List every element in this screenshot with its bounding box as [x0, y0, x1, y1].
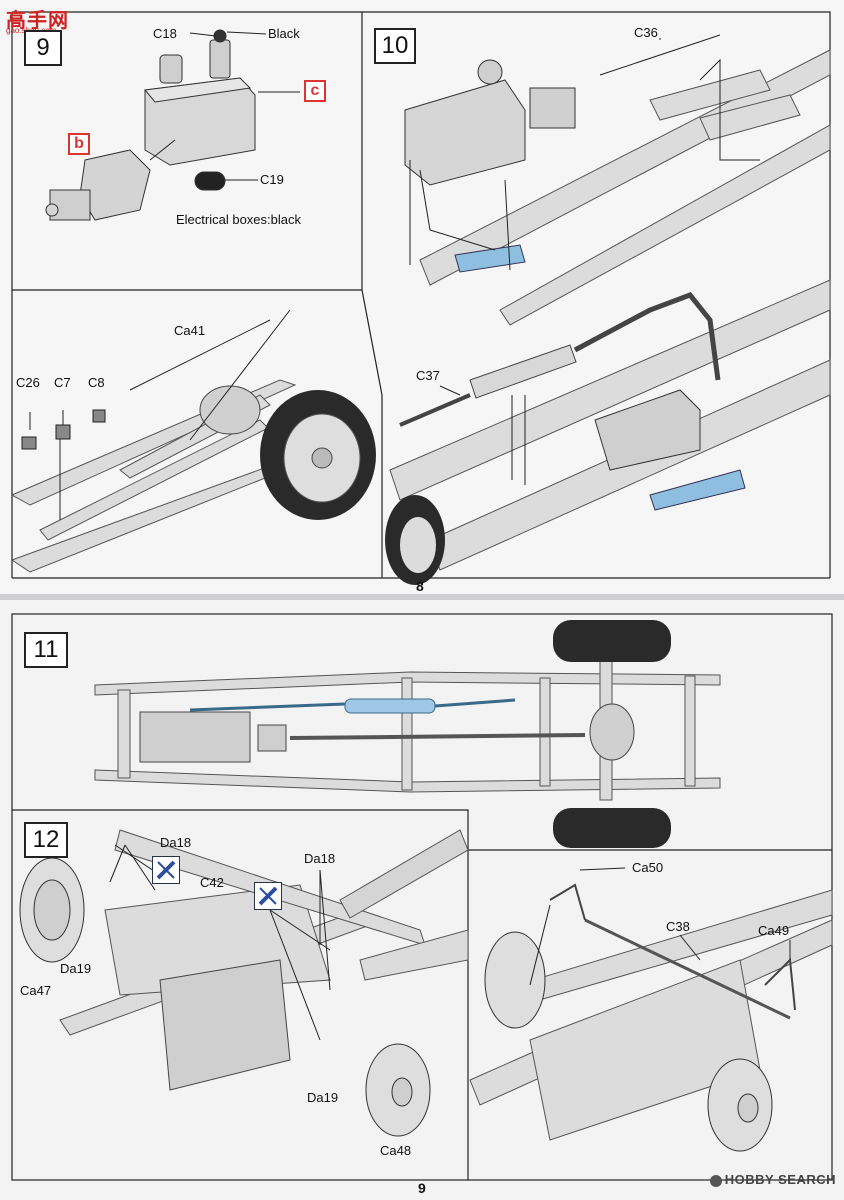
engine-drawing-lower	[594, 389, 701, 471]
page9-drawing	[11, 613, 833, 1181]
sub-assembly-b-box: b	[68, 133, 90, 155]
step-11-number: 11	[24, 632, 68, 668]
part-label-da19: Da19	[60, 961, 92, 976]
part-label-da19: Da19	[307, 1090, 339, 1105]
hobby-search-watermark: HOBBY SEARCH	[709, 1172, 836, 1187]
page-number-8: 8	[416, 578, 424, 594]
page-number-9: 9	[418, 1180, 426, 1196]
part-label-c19: C19	[260, 172, 284, 187]
part-label-da18: Da18	[160, 835, 192, 850]
part-label-c26: C26	[16, 375, 40, 390]
front-axle-right-frame	[469, 889, 833, 1141]
differential-drawing	[199, 385, 261, 435]
part-label-ca47: Ca47	[20, 983, 52, 998]
rear-axle-top-view	[589, 703, 635, 761]
part-label-c18: C18	[153, 26, 177, 41]
brake-drum-right	[484, 931, 773, 1152]
part-label-ca41: Ca41	[174, 323, 206, 338]
watermark-text: HOBBY SEARCH	[724, 1172, 836, 1187]
step-12-number: 12	[24, 822, 68, 858]
part-label-c7: C7	[54, 375, 71, 390]
steering-tube-left	[339, 829, 469, 919]
site-logo: 高手网	[6, 8, 69, 32]
step-9-number: 9	[24, 30, 62, 66]
front-wheel-drawing	[260, 390, 376, 520]
tie-rod-c38	[584, 918, 791, 1020]
instruction-page-8: 高手网 gao.shou.com 9 10 C18 Black c b C19 …	[0, 0, 844, 600]
paint-note-electrical: Electrical boxes:black	[176, 212, 301, 227]
rear-tires-top-view	[553, 620, 671, 848]
engine-block-drawing	[144, 29, 256, 191]
no-cement-icon	[152, 856, 180, 884]
part-label-c8: C8	[88, 375, 105, 390]
part-label-c42: C42	[200, 875, 224, 890]
instruction-page-9: 11 12 Da18 C42 Da18 Ca47 Da19 Da19 Ca48 …	[0, 600, 844, 1200]
engine-top-view	[139, 711, 287, 763]
transmission-drawing	[45, 149, 151, 221]
sub-assembly-c-box: c	[304, 80, 326, 102]
engine-drawing-step10	[404, 59, 576, 186]
no-cement-icon	[254, 882, 282, 910]
part-label-ca50: Ca50	[632, 860, 664, 875]
part-label-c37: C37	[416, 368, 440, 383]
driveshaft-top-view	[289, 733, 586, 740]
exhaust-top-view	[189, 698, 516, 714]
part-label-ca48: Ca48	[380, 1143, 412, 1158]
page-gap	[0, 594, 844, 604]
color-label-black: Black	[268, 26, 300, 41]
watermark-logo-icon	[709, 1174, 722, 1187]
part-label-ca49: Ca49	[758, 923, 790, 938]
engine-drawing-step12	[159, 959, 291, 1091]
part-label-da18: Da18	[304, 851, 336, 866]
rear-wheel-step10	[385, 495, 445, 585]
chassis-top-view	[94, 659, 721, 801]
brake-drum-left	[19, 857, 85, 963]
brake-drum-ca48	[365, 1043, 431, 1137]
exhaust-pipe-drawing	[399, 292, 721, 427]
steering-arm-ca50	[549, 883, 586, 921]
step-10-number: 10	[374, 28, 416, 64]
part-label-c36: C36	[634, 25, 658, 40]
part-label-c38: C38	[666, 919, 690, 934]
page8-drawing	[10, 11, 831, 585]
